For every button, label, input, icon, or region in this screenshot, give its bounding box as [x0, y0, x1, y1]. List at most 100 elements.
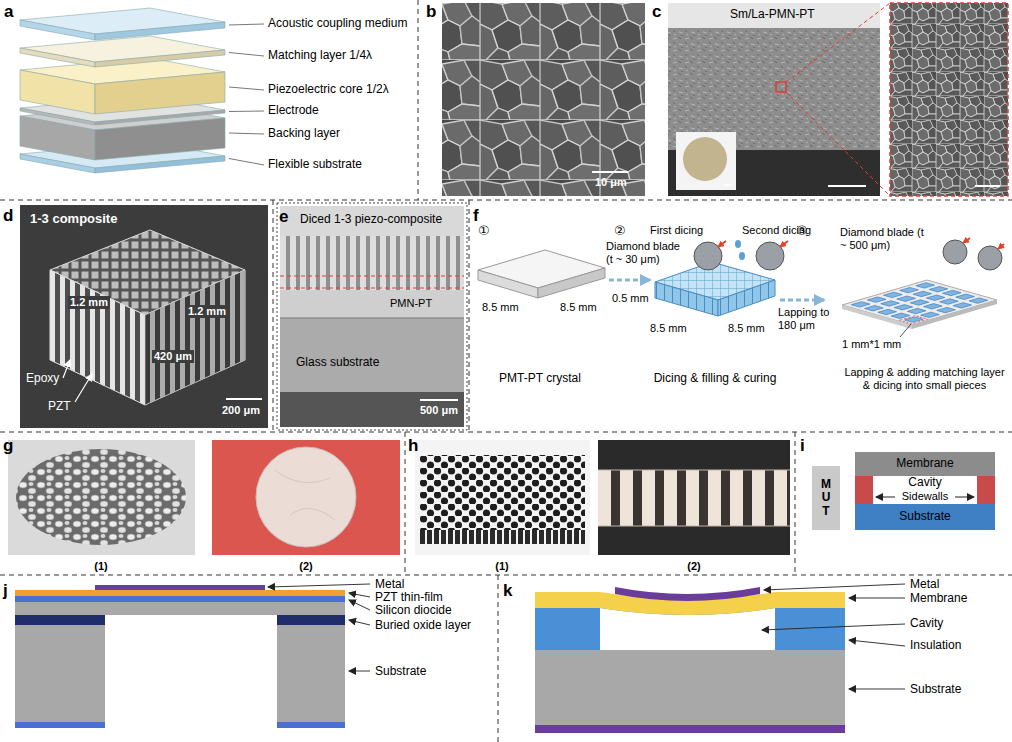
- sem-image-c: [668, 28, 880, 150]
- composite-image-e: [280, 318, 464, 392]
- fabrication-steps-f: [900, 316, 928, 324]
- fabrication-steps-f: [881, 301, 900, 306]
- panel-letter: k: [503, 581, 512, 601]
- annotation-label: PMT-PT crystal: [490, 372, 590, 385]
- transducer-layer-stack: [20, 70, 95, 114]
- annotation-label: Cavity: [910, 617, 943, 630]
- panel-letter: g: [3, 436, 13, 456]
- sem-image-c: [668, 3, 880, 28]
- fabrication-steps-f: [735, 240, 741, 248]
- fabrication-steps-f: [739, 252, 745, 260]
- fabrication-steps-f: [937, 307, 956, 312]
- pmut-cross-section-j: [268, 584, 370, 587]
- annotation-label: 0.5 mm: [612, 292, 649, 305]
- panel-letter: d: [3, 206, 13, 226]
- panel-letter: i: [800, 436, 805, 456]
- annotation-label: Substrate: [375, 665, 426, 678]
- annotation-label: Backing layer: [268, 127, 340, 140]
- sem-image-c: [668, 3, 1008, 196]
- mut-schematic-i: [955, 497, 974, 498]
- sem-image-b: [442, 3, 645, 196]
- annotation-label: 8.5 mm: [728, 322, 765, 335]
- pmut-cross-section-j: [15, 590, 345, 596]
- fabrication-steps-f: [907, 308, 926, 313]
- annotation-label: Diamond blade (t ~ 500 μm): [840, 226, 930, 251]
- photo-h: [420, 455, 585, 530]
- annotation-label: Buried oxide layer: [375, 619, 471, 632]
- fabrication-steps-f: [916, 283, 935, 288]
- annotation-label: Insulation: [910, 639, 961, 652]
- fabrication-steps-f: [978, 246, 1002, 270]
- fabrication-steps-f: [655, 282, 718, 316]
- cmut-cross-section-k: [615, 587, 760, 601]
- layer-box: M U T: [812, 466, 840, 530]
- fabrication-steps-f: [478, 238, 1004, 337]
- pmut-cross-section-j: [349, 600, 370, 610]
- cmut-cross-section-k: [535, 725, 845, 733]
- layer-box: Membrane: [855, 452, 995, 476]
- transducer-layer-stack: [95, 72, 225, 114]
- panel-letter: e: [279, 207, 288, 227]
- annotation-label: Membrane: [910, 592, 967, 605]
- cmut-cross-section-k: [849, 689, 905, 690]
- fabrication-steps-f: [956, 294, 975, 299]
- fabrication-steps-f: [900, 287, 919, 292]
- mut-schematic-i: [855, 476, 995, 504]
- annotation-label: Electrode: [268, 104, 319, 117]
- composite-image-e: [280, 287, 464, 288]
- transducer-layer-stack: [20, 20, 95, 40]
- transducer-layer-stack: [20, 48, 95, 67]
- annotation-label: Matching layer 1/4λ: [268, 49, 372, 62]
- mut-schematic-i: [876, 497, 895, 498]
- photo-g: [8, 440, 195, 555]
- panel-separators: [0, 200, 1012, 201]
- pmut-cross-section-j: [15, 722, 105, 728]
- sem-image-c: [683, 137, 727, 181]
- leader-lines: [229, 133, 264, 134]
- fabrication-steps-f: [894, 305, 913, 310]
- annotation-label: Diamond blade (t ~ 30 μm): [606, 240, 686, 265]
- annotation-label: Lapping & adding matching layer & dicing…: [842, 366, 1007, 391]
- pmut-cross-section-j: [15, 602, 345, 615]
- photo-h: [415, 440, 590, 555]
- composite-image-d: [145, 270, 245, 405]
- transducer-layer-stack: [95, 156, 225, 173]
- composite-image-e: [277, 203, 467, 430]
- fabrication-steps-f: [910, 300, 929, 305]
- composite-image-d: [226, 398, 262, 400]
- transducer-layer-stack: [95, 118, 225, 160]
- photo-h: [598, 470, 790, 526]
- node-label: M U T: [820, 478, 832, 518]
- pmut-cross-section-j: [15, 625, 105, 722]
- fabrication-steps-f: [953, 303, 972, 308]
- panel-letter: h: [408, 436, 418, 456]
- annotation-label: 1.2 mm: [68, 296, 110, 309]
- fabrication-steps-f: [878, 309, 897, 314]
- annotation-label: Metal: [375, 578, 404, 591]
- composite-image-d: [20, 205, 268, 428]
- panel-letter: f: [473, 206, 479, 226]
- fabrication-steps-f: [900, 324, 911, 337]
- fabrication-steps-f: [842, 305, 912, 329]
- panel-letter: a: [4, 2, 13, 22]
- node-label: Membrane: [896, 457, 953, 471]
- annotation-label: PMN-PT: [390, 297, 432, 310]
- annotation-label: Diced 1-3 piezo-composite: [300, 213, 442, 226]
- annotation-label: 8.5 mm: [650, 322, 687, 335]
- sem-image-c: [668, 3, 880, 196]
- fabrication-steps-f: [921, 312, 940, 317]
- annotation-label: ①: [478, 224, 490, 239]
- fabrication-steps-f: [926, 295, 945, 300]
- fabrication-steps-f: [943, 290, 962, 295]
- cmut-cross-section-k: [849, 640, 905, 646]
- annotation-label: Sidewalls: [897, 490, 953, 503]
- fabrication-steps-f: [867, 297, 886, 302]
- composite-image-d: [20, 205, 268, 428]
- panel-separators: [469, 200, 470, 432]
- annotation-label: Lapping to 180 μm: [778, 306, 836, 331]
- sem-image-c: [776, 82, 786, 92]
- cmut-cross-section-k: [535, 650, 845, 725]
- fabrication-steps-f: [891, 313, 910, 318]
- composite-image-e: [420, 399, 458, 401]
- sem-image-b: [592, 171, 628, 173]
